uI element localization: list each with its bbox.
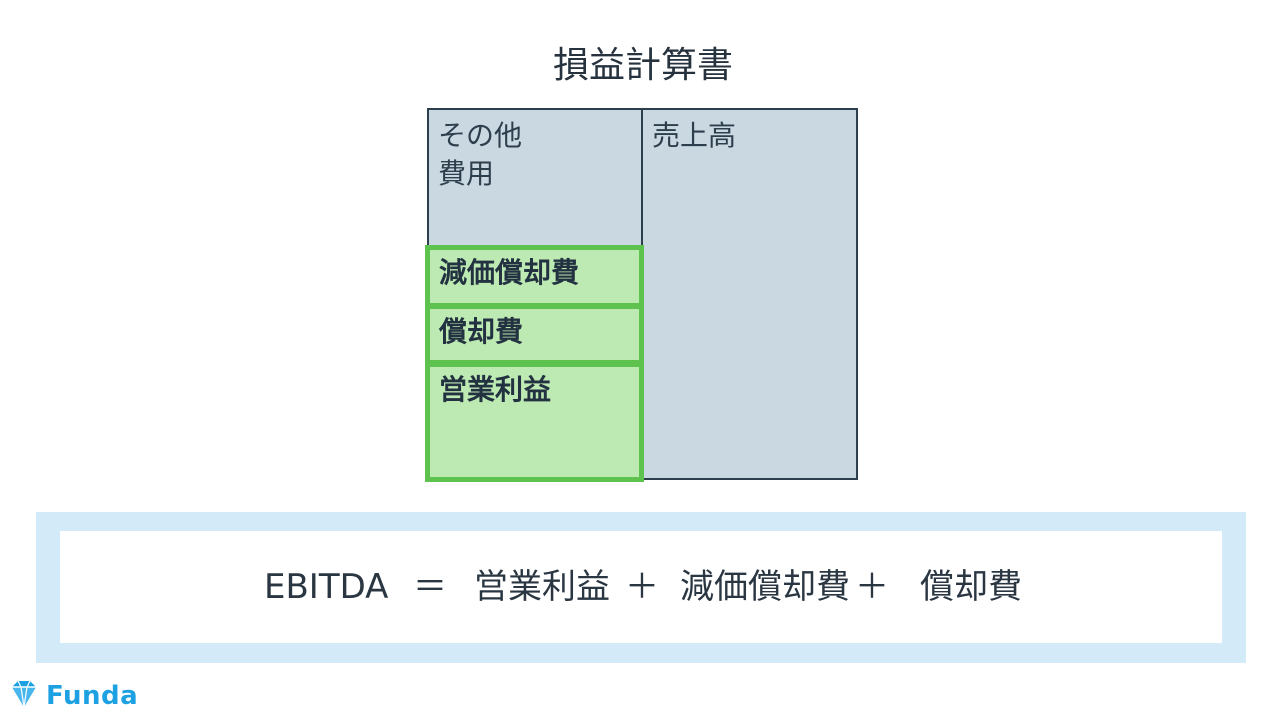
depreciation-label: 減価償却費	[439, 256, 580, 289]
funda-logo: Funda	[8, 680, 138, 712]
formula-panel: EBITDA ＝ 営業利益 ＋ 減価償却費 ＋ 償却費	[60, 531, 1222, 643]
formula-operating-profit: 営業利益	[474, 567, 610, 607]
diamond-icon	[8, 679, 40, 713]
formula-amortization: 償却費	[920, 567, 1022, 607]
formula-depreciation: 減価償却費	[680, 567, 850, 607]
operating-profit-label: 営業利益	[439, 373, 552, 406]
formula-plus-2: ＋	[855, 567, 889, 607]
depreciation-box: 減価償却費	[425, 245, 644, 308]
operating-profit-box: 営業利益	[425, 362, 644, 482]
diagram-title: 損益計算書	[552, 45, 733, 86]
other-expenses-label: その他 費用	[438, 119, 523, 190]
logo-text: Funda	[46, 681, 139, 711]
formula-frame: EBITDA ＝ 営業利益 ＋ 減価償却費 ＋ 償却費	[36, 512, 1246, 663]
amortization-box: 償却費	[425, 304, 644, 365]
formula-ebitda: EBITDA	[264, 567, 389, 607]
sales-box: 売上高	[641, 108, 858, 480]
formula-equals: ＝	[413, 567, 447, 607]
formula-plus-1: ＋	[625, 567, 659, 607]
sales-label: 売上高	[652, 119, 737, 152]
amortization-label: 償却費	[439, 315, 524, 348]
